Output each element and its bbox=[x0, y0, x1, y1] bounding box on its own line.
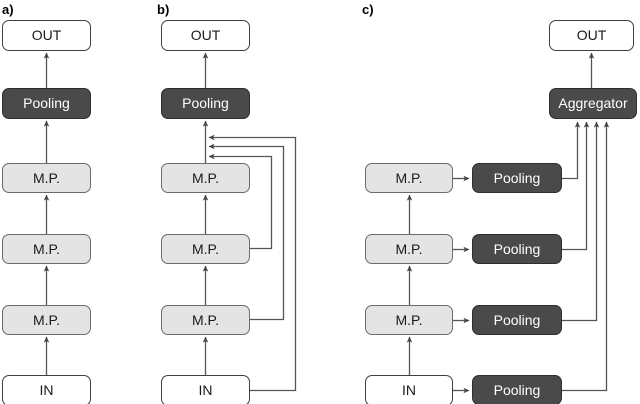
node-a-pooling: Pooling bbox=[2, 88, 91, 119]
edge-c-agg-3 bbox=[562, 121, 590, 251]
edge-b-skip-2 bbox=[208, 143, 285, 321]
panel-label-b: b) bbox=[157, 2, 170, 17]
node-b-mp-3: M.P. bbox=[161, 163, 250, 193]
panel-label-a: a) bbox=[2, 2, 14, 17]
node-a-mp-1: M.P. bbox=[2, 305, 91, 335]
node-b-in: IN bbox=[161, 375, 250, 404]
edge-c-agg-1 bbox=[562, 121, 610, 392]
node-a-out: OUT bbox=[2, 20, 91, 51]
node-c-mp-1: M.P. bbox=[365, 305, 453, 335]
node-a-mp-3: M.P. bbox=[2, 163, 91, 193]
node-c-pooling-1: Pooling bbox=[472, 375, 562, 404]
node-c-aggregator: Aggregator bbox=[549, 88, 637, 119]
node-c-mp-2: M.P. bbox=[365, 234, 453, 264]
node-c-out: OUT bbox=[549, 20, 634, 51]
panel-label-c: c) bbox=[362, 2, 374, 17]
edge-b-skip-1 bbox=[208, 153, 273, 250]
edge-c-agg-2 bbox=[562, 121, 600, 322]
node-b-mp-2: M.P. bbox=[161, 234, 250, 264]
node-b-pooling: Pooling bbox=[161, 88, 250, 119]
edges-group bbox=[43, 52, 610, 394]
node-c-in: IN bbox=[365, 375, 453, 404]
node-a-mp-2: M.P. bbox=[2, 234, 91, 264]
edge-b-skip-3 bbox=[208, 134, 297, 392]
node-a-in: IN bbox=[2, 375, 91, 404]
node-c-mp-3: M.P. bbox=[365, 163, 453, 193]
node-b-out: OUT bbox=[161, 20, 250, 51]
node-c-pooling-2: Pooling bbox=[472, 305, 562, 335]
node-c-pooling-3: Pooling bbox=[472, 234, 562, 264]
edge-c-agg-4 bbox=[562, 121, 581, 180]
node-c-pooling-4: Pooling bbox=[472, 163, 562, 193]
node-b-mp-1: M.P. bbox=[161, 305, 250, 335]
